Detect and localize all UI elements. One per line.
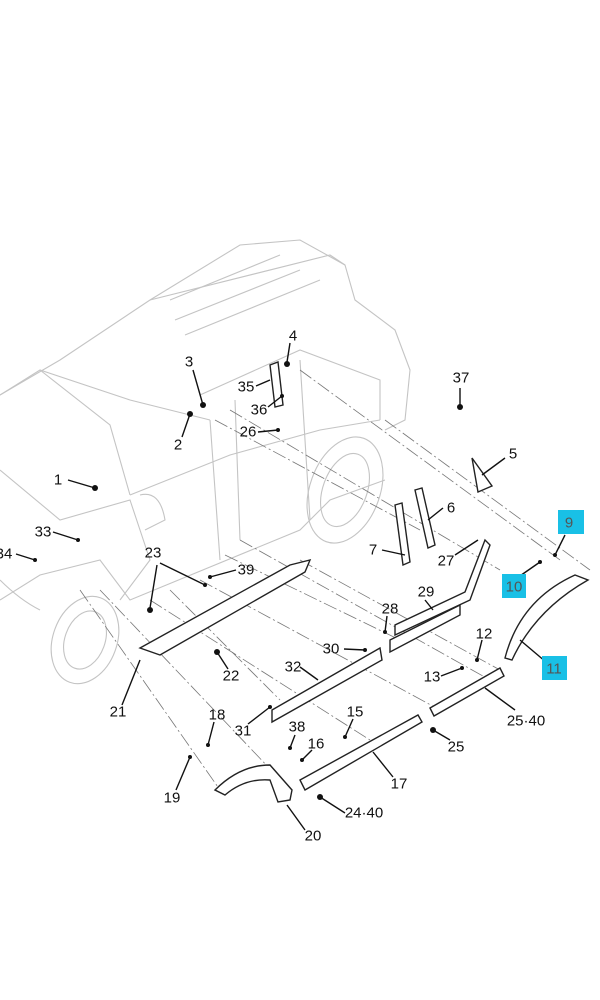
- callout-3[interactable]: 3: [185, 354, 193, 371]
- highlight-11: [542, 656, 567, 680]
- part-25-40: [429, 667, 505, 717]
- callout-11[interactable]: 11: [546, 661, 562, 678]
- callout-36[interactable]: 36: [251, 402, 268, 419]
- fastener-dots: [33, 361, 557, 800]
- callout-22[interactable]: 22: [223, 668, 240, 685]
- callout-18[interactable]: 18: [209, 707, 226, 724]
- callout-2[interactable]: 2: [174, 437, 182, 454]
- callout-17[interactable]: 17: [391, 776, 408, 793]
- callout-4[interactable]: 4: [289, 328, 297, 345]
- callout-28[interactable]: 28: [382, 601, 399, 618]
- highlight-9: [558, 510, 584, 534]
- part-32: [271, 646, 383, 724]
- part-7: [394, 502, 411, 567]
- part-35: [269, 361, 284, 408]
- callout-13[interactable]: 13: [424, 669, 441, 686]
- leader-lines: [15, 342, 566, 831]
- callout-labels: 1 2 3 4 35 36 37 26 5 6 7 27 9 10 11 33 …: [0, 328, 573, 845]
- callout-5[interactable]: 5: [509, 446, 517, 463]
- part-27: [394, 538, 491, 637]
- vehicle-outline: [0, 239, 411, 685]
- part-6: [414, 487, 436, 549]
- callout-7[interactable]: 7: [369, 542, 377, 559]
- callout-39[interactable]: 39: [238, 562, 255, 579]
- callout-38[interactable]: 38: [289, 719, 306, 736]
- highlight-10: [502, 574, 526, 598]
- callout-24-40[interactable]: 24·40: [345, 805, 383, 822]
- callout-19[interactable]: 19: [164, 790, 181, 807]
- callout-25[interactable]: 25: [448, 739, 465, 756]
- callout-9[interactable]: 9: [565, 515, 573, 532]
- callout-23[interactable]: 23: [145, 545, 162, 562]
- part-29: [389, 603, 461, 654]
- callout-6[interactable]: 6: [447, 500, 455, 517]
- callout-1[interactable]: 1: [54, 472, 62, 489]
- part-21-running-board: [138, 558, 312, 656]
- callout-10[interactable]: 10: [506, 579, 523, 596]
- callout-15[interactable]: 15: [347, 704, 364, 721]
- callout-35[interactable]: 35: [238, 379, 255, 396]
- callout-20[interactable]: 20: [305, 828, 322, 845]
- callout-34[interactable]: 34: [0, 546, 12, 563]
- callout-37[interactable]: 37: [453, 370, 470, 387]
- callout-31[interactable]: 31: [235, 723, 252, 740]
- callout-29[interactable]: 29: [418, 584, 435, 601]
- callout-33[interactable]: 33: [35, 524, 52, 541]
- parts: [138, 361, 590, 803]
- callout-12[interactable]: 12: [476, 626, 493, 643]
- part-17: [299, 714, 423, 791]
- callout-27[interactable]: 27: [438, 553, 455, 570]
- callout-26[interactable]: 26: [240, 424, 257, 441]
- callout-21[interactable]: 21: [110, 704, 127, 721]
- part-11: [504, 574, 590, 661]
- callout-32[interactable]: 32: [285, 659, 302, 676]
- callout-16[interactable]: 16: [308, 736, 325, 753]
- part-20: [213, 764, 293, 803]
- callout-30[interactable]: 30: [323, 641, 340, 658]
- callout-25-40[interactable]: 25·40: [507, 713, 545, 730]
